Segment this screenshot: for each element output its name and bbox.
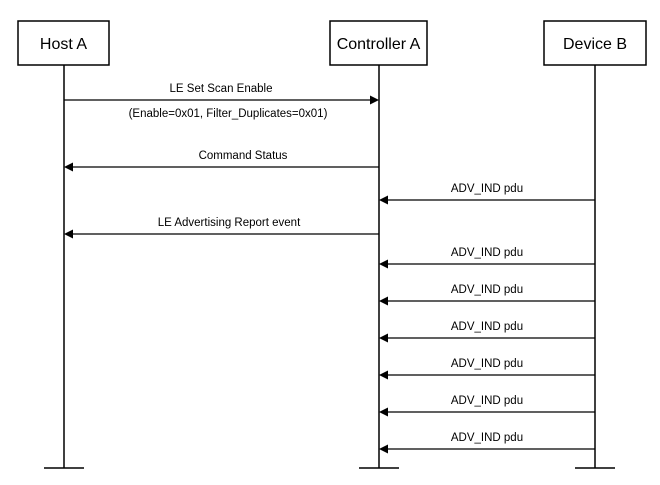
participant-host-label: Host A xyxy=(40,36,87,53)
message-sublabel: (Enable=0x01, Filter_Duplicates=0x01) xyxy=(129,108,328,120)
arrowhead-icon xyxy=(379,407,388,417)
message-adv-ind-pdu: ADV_IND pdu xyxy=(379,183,595,205)
arrowhead-icon xyxy=(64,229,73,239)
message-label: ADV_IND pdu xyxy=(451,284,523,296)
message-label: ADV_IND pdu xyxy=(451,247,523,259)
arrowhead-icon xyxy=(379,195,388,205)
message-label: ADV_IND pdu xyxy=(451,395,523,407)
message-label: Command Status xyxy=(199,150,288,162)
arrowhead-icon xyxy=(379,370,388,380)
message-adv-ind-pdu: ADV_IND pdu xyxy=(379,247,595,269)
participant-controller-box xyxy=(329,20,428,66)
participant-host-box xyxy=(17,20,110,66)
arrowhead-icon xyxy=(64,162,73,172)
message-label: ADV_IND pdu xyxy=(451,321,523,333)
participant-device-label: Device B xyxy=(563,36,627,53)
message-label: LE Advertising Report event xyxy=(158,217,301,229)
participant-controller: Controller A xyxy=(329,20,428,66)
message-label: ADV_IND pdu xyxy=(451,183,523,195)
participant-device: Device B xyxy=(543,20,647,66)
message-adv-ind-pdu: ADV_IND pdu xyxy=(379,358,595,380)
message-adv-ind-pdu: ADV_IND pdu xyxy=(379,321,595,343)
message-le-advertising-report: LE Advertising Report event xyxy=(64,217,379,239)
message-adv-ind-pdu: ADV_IND pdu xyxy=(379,284,595,306)
arrowhead-icon xyxy=(379,296,388,306)
arrowhead-icon xyxy=(379,444,388,454)
message-adv-ind-pdu: ADV_IND pdu xyxy=(379,432,595,454)
message-adv-ind-pdu: ADV_IND pdu xyxy=(379,395,595,417)
participant-controller-label: Controller A xyxy=(337,36,421,53)
message-label: ADV_IND pdu xyxy=(451,358,523,370)
message-command-status: Command Status xyxy=(64,150,379,172)
participant-host: Host A xyxy=(17,20,110,66)
arrowhead-icon xyxy=(370,95,379,105)
message-label: ADV_IND pdu xyxy=(451,432,523,444)
arrowhead-icon xyxy=(379,333,388,343)
message-label: LE Set Scan Enable xyxy=(170,83,273,95)
arrowhead-icon xyxy=(379,259,388,269)
message-le-set-scan-enable: LE Set Scan Enable (Enable=0x01, Filter_… xyxy=(64,83,379,120)
